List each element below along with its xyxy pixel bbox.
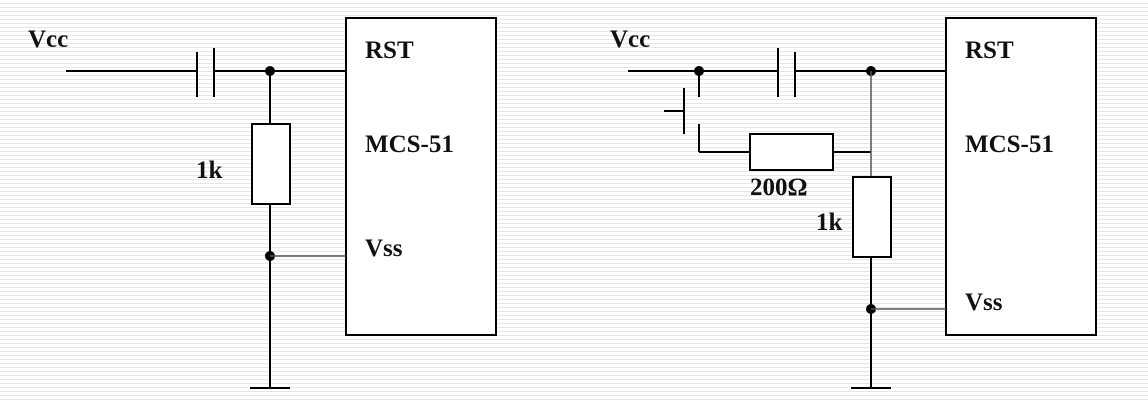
right-rst-pin-label: RST [965,37,1014,64]
left-circuit: Vcc RST MCS-51 Vss 1k [28,17,497,389]
left-vcc-label: Vcc [28,26,68,53]
right-1k-resistor [852,176,892,258]
right-200-ohm-label: 200Ω [750,174,808,201]
right-vcc-label: Vcc [610,26,650,53]
right-vss-pin-label: Vss [965,289,1003,316]
left-chip-name: MCS-51 [365,131,454,158]
right-200-ohm-resistor [749,133,834,171]
right-mcs51-chip [945,17,1097,336]
right-chip-name: MCS-51 [965,131,1054,158]
left-mcs51-chip [345,17,497,336]
left-1k-resistor [251,123,291,205]
right-1k-label: 1k [816,209,843,236]
left-rst-pin-label: RST [365,37,414,64]
left-resistor-label: 1k [196,157,223,184]
left-capacitor [196,48,215,97]
right-reset-pushbutton [664,71,700,152]
right-capacitor [777,48,796,97]
right-circuit: Vcc RST MCS-51 Vss 200Ω 1k [610,17,1097,389]
left-vss-pin-label: Vss [365,235,403,262]
